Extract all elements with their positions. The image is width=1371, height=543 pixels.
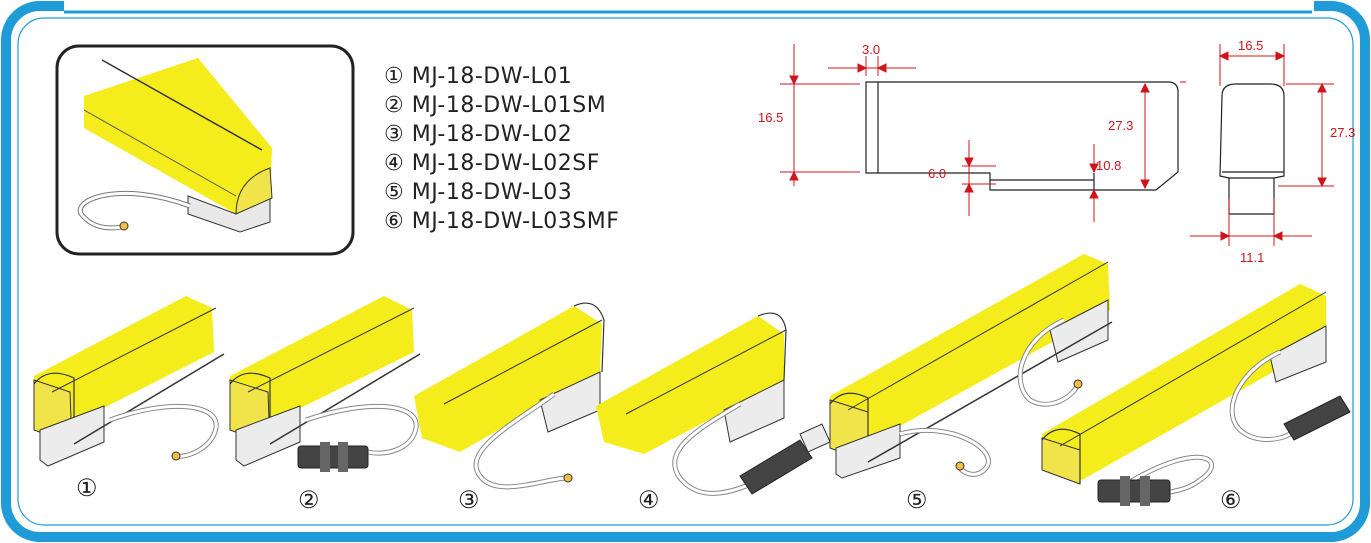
model-item: ① MJ-18-DW-L01 [384,64,573,89]
model-item: ⑤ MJ-18-DW-L03 [384,180,573,205]
dim-left-height-label: 16.5 [758,110,784,125]
dim-lower-height-label: 10.8 [1096,158,1122,173]
front-height-label: 27.3 [1330,125,1356,140]
product-label-5: ⑤ [906,486,928,514]
side-dimension-lines [780,44,1186,222]
product-2-illustration [229,296,421,472]
product-label-1: ① [76,474,98,502]
model-item: ② MJ-18-DW-L01SM [384,93,607,118]
product-5-illustration [829,254,1113,479]
thumbnail-box [55,44,355,256]
product-1-illustration [33,296,225,467]
product-label-4: ④ [638,486,660,514]
dim-slot-height-label: 6.0 [928,166,947,181]
front-profile-drawing [1219,83,1285,215]
dim-right-height-label: 27.3 [1108,118,1134,133]
front-bottom-width-label: 11.1 [1240,250,1265,265]
model-item: ④ MJ-18-DW-L02SF [384,151,600,176]
product-label-3: ③ [458,486,480,514]
product-3-illustration [414,302,605,490]
front-dimension-lines [1190,44,1334,246]
model-item: ⑥ MJ-18-DW-L03SMF [384,209,620,234]
product-4-illustration [596,312,831,496]
product-label-2: ② [298,486,320,514]
product-6-illustration [1041,284,1351,506]
dim-top-width-label: 3.0 [862,42,881,57]
product-label-6: ⑥ [1220,486,1242,514]
side-profile-drawing [865,81,1179,191]
front-top-width-label: 16.5 [1238,38,1264,53]
model-list: ① MJ-18-DW-L01 ② MJ-18-DW-L01SM ③ MJ-18-… [384,62,619,236]
model-item: ③ MJ-18-DW-L02 [384,122,573,147]
